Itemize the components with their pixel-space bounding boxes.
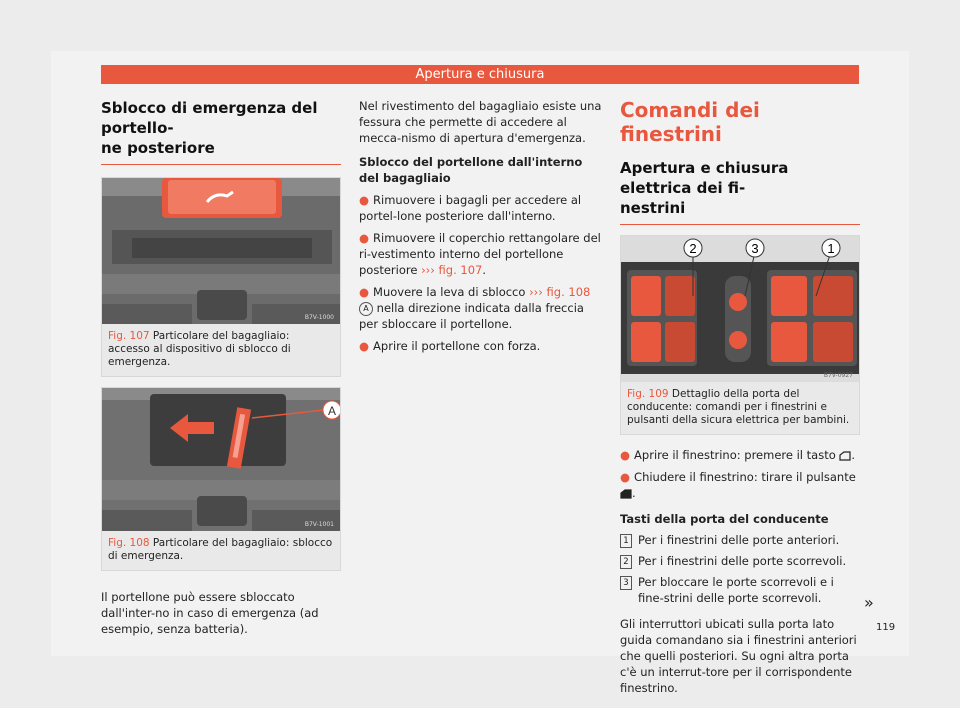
callout-label-3: 3 <box>751 241 758 256</box>
trunk-photo-access: B7V-1000 <box>102 178 340 324</box>
heading-rule <box>620 224 860 225</box>
body-paragraph: Gli interruttori ubicati sulla porta lat… <box>620 617 857 695</box>
bullet-item: ●Chiudere il finestrino: tirare il pulsa… <box>620 470 856 500</box>
numbered-item: 3 Per bloccare le porte scorrevoli e i f… <box>620 574 860 606</box>
caption-text: Particolare del bagagliaio: accesso al d… <box>108 330 291 368</box>
item-text: Per i finestrini delle porte anteriori. <box>638 533 840 547</box>
middle-column: Nel rivestimento del bagagliaio esiste u… <box>359 98 605 354</box>
bullet-dot: ● <box>620 470 631 484</box>
figure-caption: Fig. 108 Particolare del bagagliaio: sbl… <box>102 531 340 570</box>
chapter-title: Comandi dei finestrini <box>620 98 760 146</box>
window-switch-illustration: 2 3 1 <box>621 236 859 382</box>
figure-link[interactable]: ››› fig. 107 <box>421 263 483 277</box>
heading-rule <box>101 164 341 165</box>
bullet-item: ●Aprire il finestrino: premere il tasto … <box>620 448 856 462</box>
image-code: B7V-1000 <box>304 314 334 321</box>
bullet-item: ●Rimuovere i bagagli per accedere al por… <box>359 192 605 224</box>
section-heading: Apertura e chiusura elettrica dei fi- ne… <box>620 158 860 218</box>
trunk-access-illustration <box>102 178 340 324</box>
figure-caption: Fig. 107 Particolare del bagagliaio: acc… <box>102 324 340 376</box>
figure-caption: Fig. 109 Dettaglio della porta del condu… <box>621 382 859 434</box>
item-text: Per i finestrini delle porte scorrevoli. <box>638 554 847 568</box>
right-column: Comandi dei finestrini Apertura e chiusu… <box>620 98 860 696</box>
callout-label-2: 2 <box>689 241 696 256</box>
numbered-item: 1 Per i finestrini delle porte anteriori… <box>620 532 860 548</box>
bullet-text: nella direzione indicata dalla freccia p… <box>359 301 584 331</box>
item-number: 3 <box>620 576 632 590</box>
heading-line-1: Sblocco di emergenza del portello- <box>101 99 318 137</box>
image-code: B7V-1001 <box>304 521 334 528</box>
bullet-dot: ● <box>620 448 631 462</box>
intro-paragraph: Nel rivestimento del bagagliaio esiste u… <box>359 99 602 145</box>
bullet-item: ●Rimuovere il coperchio rettangolare del… <box>359 231 601 277</box>
figure-number: Fig. 107 <box>108 330 150 342</box>
trunk-release-illustration: A <box>102 388 340 531</box>
figure-number: Fig. 109 <box>627 388 669 400</box>
callout-label-a: A <box>328 404 336 418</box>
figure-108: A B7V-1001 Fig. 108 Particolare del baga… <box>101 387 341 571</box>
section-heading: Sblocco di emergenza del portello- ne po… <box>101 98 341 158</box>
image-code: B7V-0927 <box>823 372 853 379</box>
callout-circle-a: A <box>359 301 373 316</box>
bullet-dot: ● <box>359 339 370 353</box>
caption-text: Particolare del bagagliaio: sblocco di e… <box>108 537 333 562</box>
figure-number: Fig. 108 <box>108 537 150 549</box>
bullet-text: Muovere la leva di sblocco <box>373 285 526 299</box>
arrow-left-icon <box>170 414 214 442</box>
bullet-dot: ● <box>359 231 370 245</box>
caption-text: Dettaglio della porta del conducente: co… <box>627 388 850 426</box>
heading-line-2: nestrini <box>620 199 686 217</box>
item-text: Per bloccare le porte scorrevoli e i fin… <box>638 575 834 605</box>
body-paragraph: Il portellone può essere sbloccato dall'… <box>101 590 319 636</box>
bullet-dot: ● <box>359 285 370 299</box>
bullet-text: Aprire il portellone con forza. <box>373 339 541 353</box>
figure-109: 2 3 1 B7V-0927 Fig. 109 Dettaglio della … <box>620 235 860 435</box>
section-header: Apertura e chiusura <box>101 65 859 84</box>
bullet-text: Rimuovere i bagagli per accedere al port… <box>359 193 582 223</box>
subheading: Tasti della porta del conducente <box>620 512 829 526</box>
window-open-icon <box>839 450 852 461</box>
callout-label-1: 1 <box>827 241 834 256</box>
heading-line-1: Apertura e chiusura elettrica dei fi- <box>620 159 789 197</box>
bullet-item: ●Muovere la leva di sblocco ››› fig. 108… <box>359 284 605 332</box>
bullet-item: ●Aprire il portellone con forza. <box>359 338 605 354</box>
window-close-icon <box>620 488 632 499</box>
trunk-photo-release: A B7V-1001 <box>102 388 340 531</box>
figure-link[interactable]: ››› fig. 108 <box>529 285 591 299</box>
heading-line-2: ne posteriore <box>101 139 215 157</box>
page-number: 119 <box>876 622 896 633</box>
bullet-text: Rimuovere il coperchio rettangolare del … <box>359 231 601 277</box>
bullet-text: Chiudere il finestrino: tirare il pulsan… <box>634 470 856 484</box>
subheading: Sblocco del portellone dall'interno del … <box>359 155 583 185</box>
figure-107: B7V-1000 Fig. 107 Particolare del bagagl… <box>101 177 341 377</box>
numbered-item: 2 Per i finestrini delle porte scorrevol… <box>620 553 860 569</box>
continue-marker: » <box>864 593 874 612</box>
bullet-dot: ● <box>359 193 370 207</box>
left-column: Sblocco di emergenza del portello- ne po… <box>101 98 341 637</box>
bullet-text: Aprire il finestrino: premere il tasto <box>634 448 836 462</box>
window-controls-photo: 2 3 1 B7V-0927 <box>621 236 859 382</box>
item-number: 2 <box>620 555 632 569</box>
item-number: 1 <box>620 534 632 548</box>
